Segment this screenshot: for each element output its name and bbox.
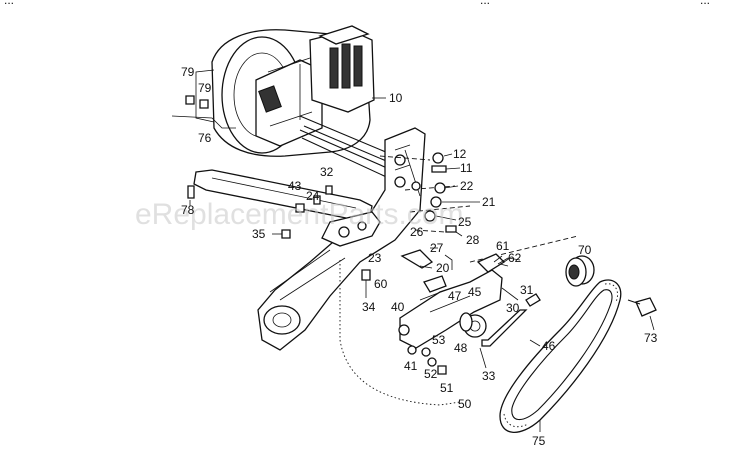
idler-bracket (398, 249, 541, 375)
callout-21: 21 (482, 195, 496, 209)
top-cut-text-mid: ... (480, 0, 490, 7)
callout-41: 41 (404, 359, 418, 373)
callout-25: 25 (458, 215, 472, 229)
callout-79-a: 79 (181, 65, 195, 79)
callout-50: 50 (458, 397, 472, 411)
callout-40: 40 (391, 300, 405, 314)
callout-22: 22 (460, 179, 474, 193)
callout-51: 51 (440, 381, 454, 395)
callout-73: 73 (644, 331, 658, 345)
callout-23: 23 (368, 251, 382, 265)
callout-35: 35 (252, 227, 266, 241)
callout-34: 34 (362, 300, 376, 314)
callout-43: 43 (288, 179, 302, 193)
callout-32: 32 (320, 165, 334, 179)
callout-53: 53 (432, 333, 446, 347)
top-cut-text-right: ... (700, 0, 710, 7)
callout-10: 10 (389, 91, 403, 105)
callout-12: 12 (453, 147, 467, 161)
top-cut-text: ... ... ... (4, 0, 710, 7)
callout-46: 46 (542, 339, 556, 353)
callout-61: 61 (496, 239, 510, 253)
top-cut-text-left: ... (4, 0, 14, 7)
callout-20: 20 (436, 261, 450, 275)
drive-bar (193, 169, 381, 247)
callout-11: 11 (460, 161, 473, 175)
assembly-lines (171, 115, 579, 406)
callout-75: 75 (532, 434, 546, 448)
watermark: eReplacementParts.com (135, 198, 463, 231)
leader-lines (189, 97, 655, 432)
callout-27: 27 (430, 241, 444, 255)
drive-belt-75 (499, 279, 622, 433)
callout-26: 26 (410, 225, 424, 239)
callout-labels: 79 79 76 10 12 11 32 22 43 24 21 78 25 3… (181, 65, 658, 448)
callout-47: 47 (448, 289, 462, 303)
callout-52: 52 (424, 367, 438, 381)
callout-79-b: 79 (198, 81, 212, 95)
callout-28: 28 (466, 233, 480, 247)
callout-24: 24 (306, 189, 320, 203)
engine-assembly (195, 25, 375, 157)
callout-78: 78 (181, 203, 195, 217)
callout-62: 62 (508, 251, 522, 265)
pulley-70 (565, 255, 595, 287)
callout-70: 70 (578, 243, 592, 257)
callout-31: 31 (520, 283, 534, 297)
callout-33: 33 (482, 369, 496, 383)
callout-48: 48 (454, 341, 468, 355)
bolt-73 (627, 297, 657, 317)
callout-76: 76 (198, 131, 212, 145)
fasteners (281, 152, 457, 281)
callout-60: 60 (374, 277, 388, 291)
callout-45: 45 (468, 285, 482, 299)
hardware-79 (185, 95, 209, 199)
callout-30: 30 (506, 301, 520, 315)
